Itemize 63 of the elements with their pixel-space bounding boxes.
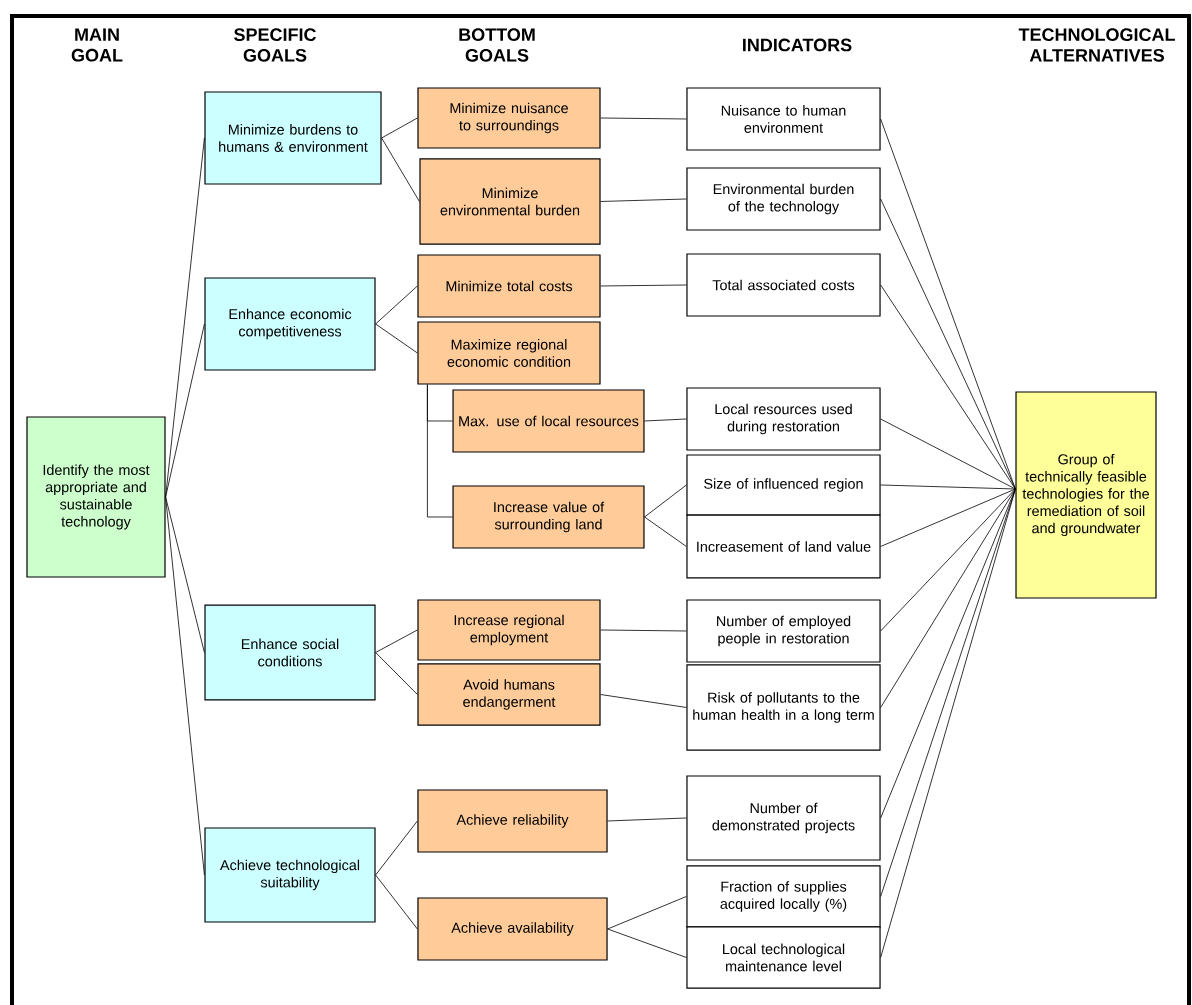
connector-line [375,285,418,325]
column-heading: BOTTOM GOALS [459,28,535,62]
column-heading: SPECIFIC GOALS [234,28,316,62]
indicator-box: Risk of pollutants to the human health in a long term [686,664,881,751]
connector-line [375,874,418,930]
connector-line [600,694,687,708]
connector-line [644,516,687,547]
connector-line [607,928,687,958]
connector-line [880,488,1016,708]
goal-box: Minimize total costs [417,254,601,318]
connector-line [644,484,687,518]
connector-line [880,284,1016,490]
connector-line [165,496,205,653]
connector-line [880,488,1016,632]
goal-box: Minimize burdens to humans & environment [204,91,382,185]
connector-line [600,198,687,202]
connector-line [375,323,418,354]
connector-line [375,820,418,876]
connector-line [165,323,205,498]
connector-line [607,817,687,822]
goal-box: Minimize nuisance to surroundings [417,87,601,149]
column-heading: TECHNOLOGICAL ALTERNATIVES [1018,28,1175,62]
goal-box: Avoid humans endangerment [417,663,601,726]
connector-line [600,629,687,632]
connector-line [644,418,687,422]
connector-line [381,117,418,139]
goal-box: Achieve technological suitability [204,827,376,923]
goal-box: Enhance economic competitiveness [204,277,376,371]
connector-line [600,117,687,120]
goal-box: Increase regional employment [417,599,601,661]
connector-line [880,484,1016,490]
connector-line [880,418,1016,490]
indicator-box: Local technological maintenance level [686,926,881,989]
goal-box: Achieve availability [417,897,608,961]
connector-line [880,488,1016,547]
goal-box: Identify the most appropriate and sustainable technology [26,416,166,578]
indicator-box: Nuisance to human environment [686,87,881,151]
alternatives-box: Group of technically feasible technologies for the remediation of soil and groundwater [1015,391,1157,599]
connector-line [427,384,453,518]
goal-box: Increase value of surrounding land [452,485,645,549]
connector-line [381,137,420,202]
indicator-box: Environmental burden of the technology [686,167,881,231]
goal-box: Enhance social conditions [204,604,376,701]
connector-line [600,284,687,287]
indicator-box: Total associated costs [686,253,881,317]
indicator-box: Number of employed people in restoration [686,599,881,663]
goal-box: Max. use of local resources [452,389,645,453]
indicator-box: Local resources used during restoration [686,387,881,451]
column-heading: INDICATORS [743,38,852,52]
connector-line [165,496,205,876]
goal-box: Minimize environmental burden [419,158,601,245]
connector-line [607,896,687,930]
column-heading: MAIN GOAL [71,28,123,62]
goal-box: Achieve reliability [417,789,608,853]
indicator-box: Number of demonstrated projects [686,775,881,861]
goal-box: Maximize regional economic condition [417,321,601,385]
indicator-box: Size of influenced region [686,454,881,516]
indicator-box: Increasement of land value [686,514,881,579]
indicator-box: Fraction of supplies acquired locally (%) [686,865,881,928]
connector-line [880,118,1016,490]
connector-line [375,652,418,695]
connector-line [375,629,418,653]
connector-line [880,488,1016,819]
